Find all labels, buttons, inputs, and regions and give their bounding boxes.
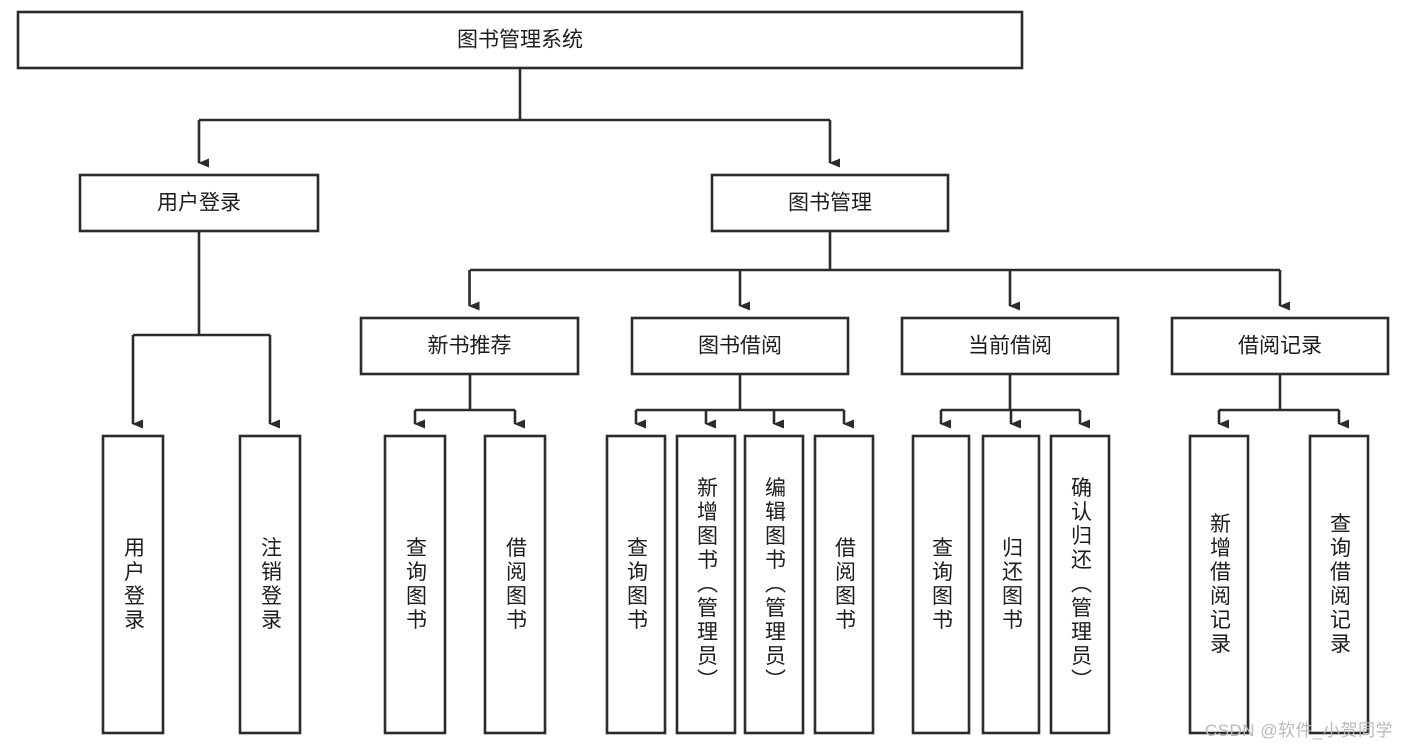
level2-node-1-图书借阅[interactable]: 图书借阅 [630,316,850,376]
leaf-node-1-注销登录[interactable]: 注销登录 [238,434,302,735]
node-label: 注销登录 [259,537,283,633]
node-rect [1308,434,1370,735]
node-rect [383,434,447,735]
connector-new_books_to_leaves [413,374,525,429]
node-layer: 图书管理系统用户登录图书管理新书推荐图书借阅当前借阅借阅记录用户登录注销登录查询… [16,10,1390,735]
node-label: 查询图书 [930,537,954,633]
node-label: 借阅图书 [504,537,528,633]
node-rect [710,173,950,233]
node-label: 归还图书 [1000,537,1024,633]
node-label: 当前借阅 [968,335,1052,358]
node-label: 新增图书（管理员） [695,477,719,693]
node-rect [359,316,580,376]
level2-node-2-当前借阅[interactable]: 当前借阅 [900,316,1120,376]
leaf-node-8-查询图书[interactable]: 查询图书 [911,434,971,735]
leaf-node-6-编辑图书管理员[interactable]: 编辑图书（管理员） [743,434,805,735]
connector-login_to_leaves [131,231,280,429]
level1-node-0-用户登录[interactable]: 用户登录 [78,173,320,233]
level2-node-3-借阅记录[interactable]: 借阅记录 [1170,316,1390,376]
csdn-watermark: CSDN @软件_小贺同学 [1204,721,1393,740]
node-rect [1188,434,1250,735]
node-rect [78,173,320,233]
leaf-node-5-新增图书管理员[interactable]: 新增图书（管理员） [675,434,737,735]
node-label: 用户登录 [157,192,241,215]
node-rect [605,434,667,735]
node-rect [981,434,1041,735]
node-label: 图书管理 [788,192,872,215]
level2-node-0-新书推荐[interactable]: 新书推荐 [359,316,580,376]
node-rect [675,434,737,735]
leaf-node-12-查询借阅记录[interactable]: 查询借阅记录 [1308,434,1370,735]
connector-root_to_level1 [197,68,840,168]
connector-books_to_level2 [468,231,1290,311]
leaf-node-3-借阅图书[interactable]: 借阅图书 [483,434,547,735]
leaf-node-0-用户登录[interactable]: 用户登录 [101,434,165,735]
node-rect [483,434,547,735]
leaf-node-9-归还图书[interactable]: 归还图书 [981,434,1041,735]
node-rect [1170,316,1390,376]
leaf-node-2-查询图书[interactable]: 查询图书 [383,434,447,735]
leaf-node-7-借阅图书[interactable]: 借阅图书 [813,434,875,735]
node-label: 图书管理系统 [457,29,583,52]
node-label: 用户登录 [122,537,146,633]
node-rect [813,434,875,735]
leaf-node-10-确认归还管理员[interactable]: 确认归还（管理员） [1049,434,1111,735]
root-node-0-图书管理系统[interactable]: 图书管理系统 [16,10,1024,70]
node-label: 查询借阅记录 [1328,513,1352,657]
leaf-node-4-查询图书[interactable]: 查询图书 [605,434,667,735]
node-rect [101,434,165,735]
connector-record_to_leaves [1217,374,1349,429]
node-label: 编辑图书（管理员） [763,477,787,693]
node-rect [743,434,805,735]
node-rect [900,316,1120,376]
node-rect [238,434,302,735]
connector-layer [131,68,1349,429]
node-label: 确认归还（管理员） [1069,477,1093,693]
node-label: 新书推荐 [428,335,512,358]
node-label: 借阅图书 [833,537,857,633]
node-rect [16,10,1024,70]
node-label: 借阅记录 [1238,335,1322,358]
level1-node-1-图书管理[interactable]: 图书管理 [710,173,950,233]
node-rect [630,316,850,376]
node-label: 图书借阅 [698,335,782,358]
node-rect [1049,434,1111,735]
connector-current_to_leaves [939,374,1090,429]
node-label: 新增借阅记录 [1208,513,1232,657]
connector-borrow_to_leaves [634,374,854,429]
leaf-node-11-新增借阅记录[interactable]: 新增借阅记录 [1188,434,1250,735]
node-label: 查询图书 [404,537,428,633]
node-rect [911,434,971,735]
node-label: 查询图书 [625,537,649,633]
